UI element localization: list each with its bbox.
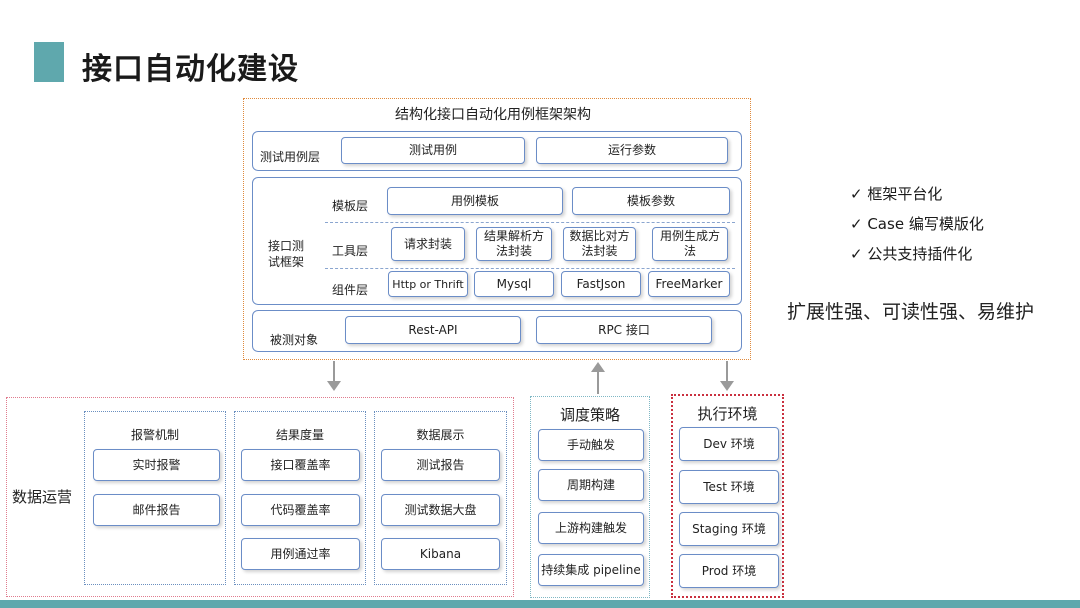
arrow-line [333, 361, 335, 383]
run-params-box: 运行参数 [536, 137, 728, 164]
scheduling-title: 调度策略 [559, 406, 620, 424]
result-parse-box: 结果解析方法封装 [476, 227, 552, 261]
component-layer-label: 组件层 [332, 283, 369, 297]
data-ops-label: 数据运营 [12, 488, 73, 506]
template-layer-label: 模板层 [332, 199, 369, 213]
tool-layer-label: 工具层 [332, 244, 369, 258]
case-pass-rate-box: 用例通过率 [241, 538, 360, 570]
code-coverage-box: 代码覆盖率 [241, 494, 360, 526]
benefit-item: ✓ 框架平台化 [850, 185, 943, 203]
summary-text: 扩展性强、可读性强、易维护 [787, 301, 1035, 323]
alert-group-title: 报警机制 [130, 428, 179, 442]
case-generation-box: 用例生成方法 [652, 227, 728, 261]
arrow-down-icon [720, 381, 734, 391]
rpc-interface-box: RPC 接口 [536, 316, 712, 344]
benefit-item: ✓ Case 编写模版化 [850, 215, 984, 233]
upstream-trigger-box: 上游构建触发 [538, 512, 644, 544]
test-env-box: Test 环境 [679, 470, 779, 504]
email-report-box: 邮件报告 [93, 494, 220, 526]
framework-title: 结构化接口自动化用例框架架构 [395, 107, 591, 123]
interface-framework-label: 接口测 试框架 [267, 239, 304, 269]
title-accent-bar [34, 42, 64, 82]
staging-env-box: Staging 环境 [679, 512, 779, 546]
scheduling-container [530, 396, 650, 598]
test-case-layer-label: 测试用例层 [260, 150, 321, 164]
periodic-build-box: 周期构建 [538, 469, 644, 501]
realtime-alert-box: 实时报警 [93, 449, 220, 481]
case-template-box: 用例模板 [387, 187, 563, 215]
rest-api-box: Rest-API [345, 316, 521, 344]
arrow-down-icon [327, 381, 341, 391]
slide-title: 接口自动化建设 [82, 52, 299, 87]
framework-container [243, 98, 751, 360]
data-ops-container [6, 397, 514, 597]
test-case-box: 测试用例 [341, 137, 525, 164]
interface-coverage-box: 接口覆盖率 [241, 449, 360, 481]
bottom-accent-bar [0, 600, 1080, 608]
layer-divider [325, 268, 735, 269]
kibana-box: Kibana [381, 538, 500, 570]
dev-env-box: Dev 环境 [679, 427, 779, 461]
template-params-box: 模板参数 [572, 187, 730, 215]
arrow-up-icon [591, 362, 605, 372]
manual-trigger-box: 手动触发 [538, 429, 644, 461]
arrow-line [726, 361, 728, 383]
layer-divider [325, 222, 735, 223]
metrics-group-title: 结果度量 [275, 428, 324, 442]
test-report-box: 测试报告 [381, 449, 500, 481]
display-group-title: 数据展示 [416, 428, 465, 442]
prod-env-box: Prod 环境 [679, 554, 779, 588]
benefit-item: ✓ 公共支持插件化 [850, 245, 973, 263]
ci-pipeline-box: 持续集成 pipeline [538, 554, 644, 586]
display-group [374, 411, 507, 585]
execution-env-title: 执行环境 [697, 405, 758, 423]
arrow-line [597, 372, 599, 394]
target-layer-label: 被测对象 [270, 333, 319, 347]
http-thrift-box: Http or Thrift [388, 271, 468, 297]
mysql-box: Mysql [474, 271, 554, 297]
request-wrapper-box: 请求封装 [391, 227, 465, 261]
freemarker-box: FreeMarker [648, 271, 730, 297]
alert-group [84, 411, 226, 585]
execution-env-container [671, 394, 784, 598]
data-compare-box: 数据比对方法封装 [563, 227, 636, 261]
test-dashboard-box: 测试数据大盘 [381, 494, 500, 526]
metrics-group [234, 411, 366, 585]
fastjson-box: FastJson [561, 271, 641, 297]
